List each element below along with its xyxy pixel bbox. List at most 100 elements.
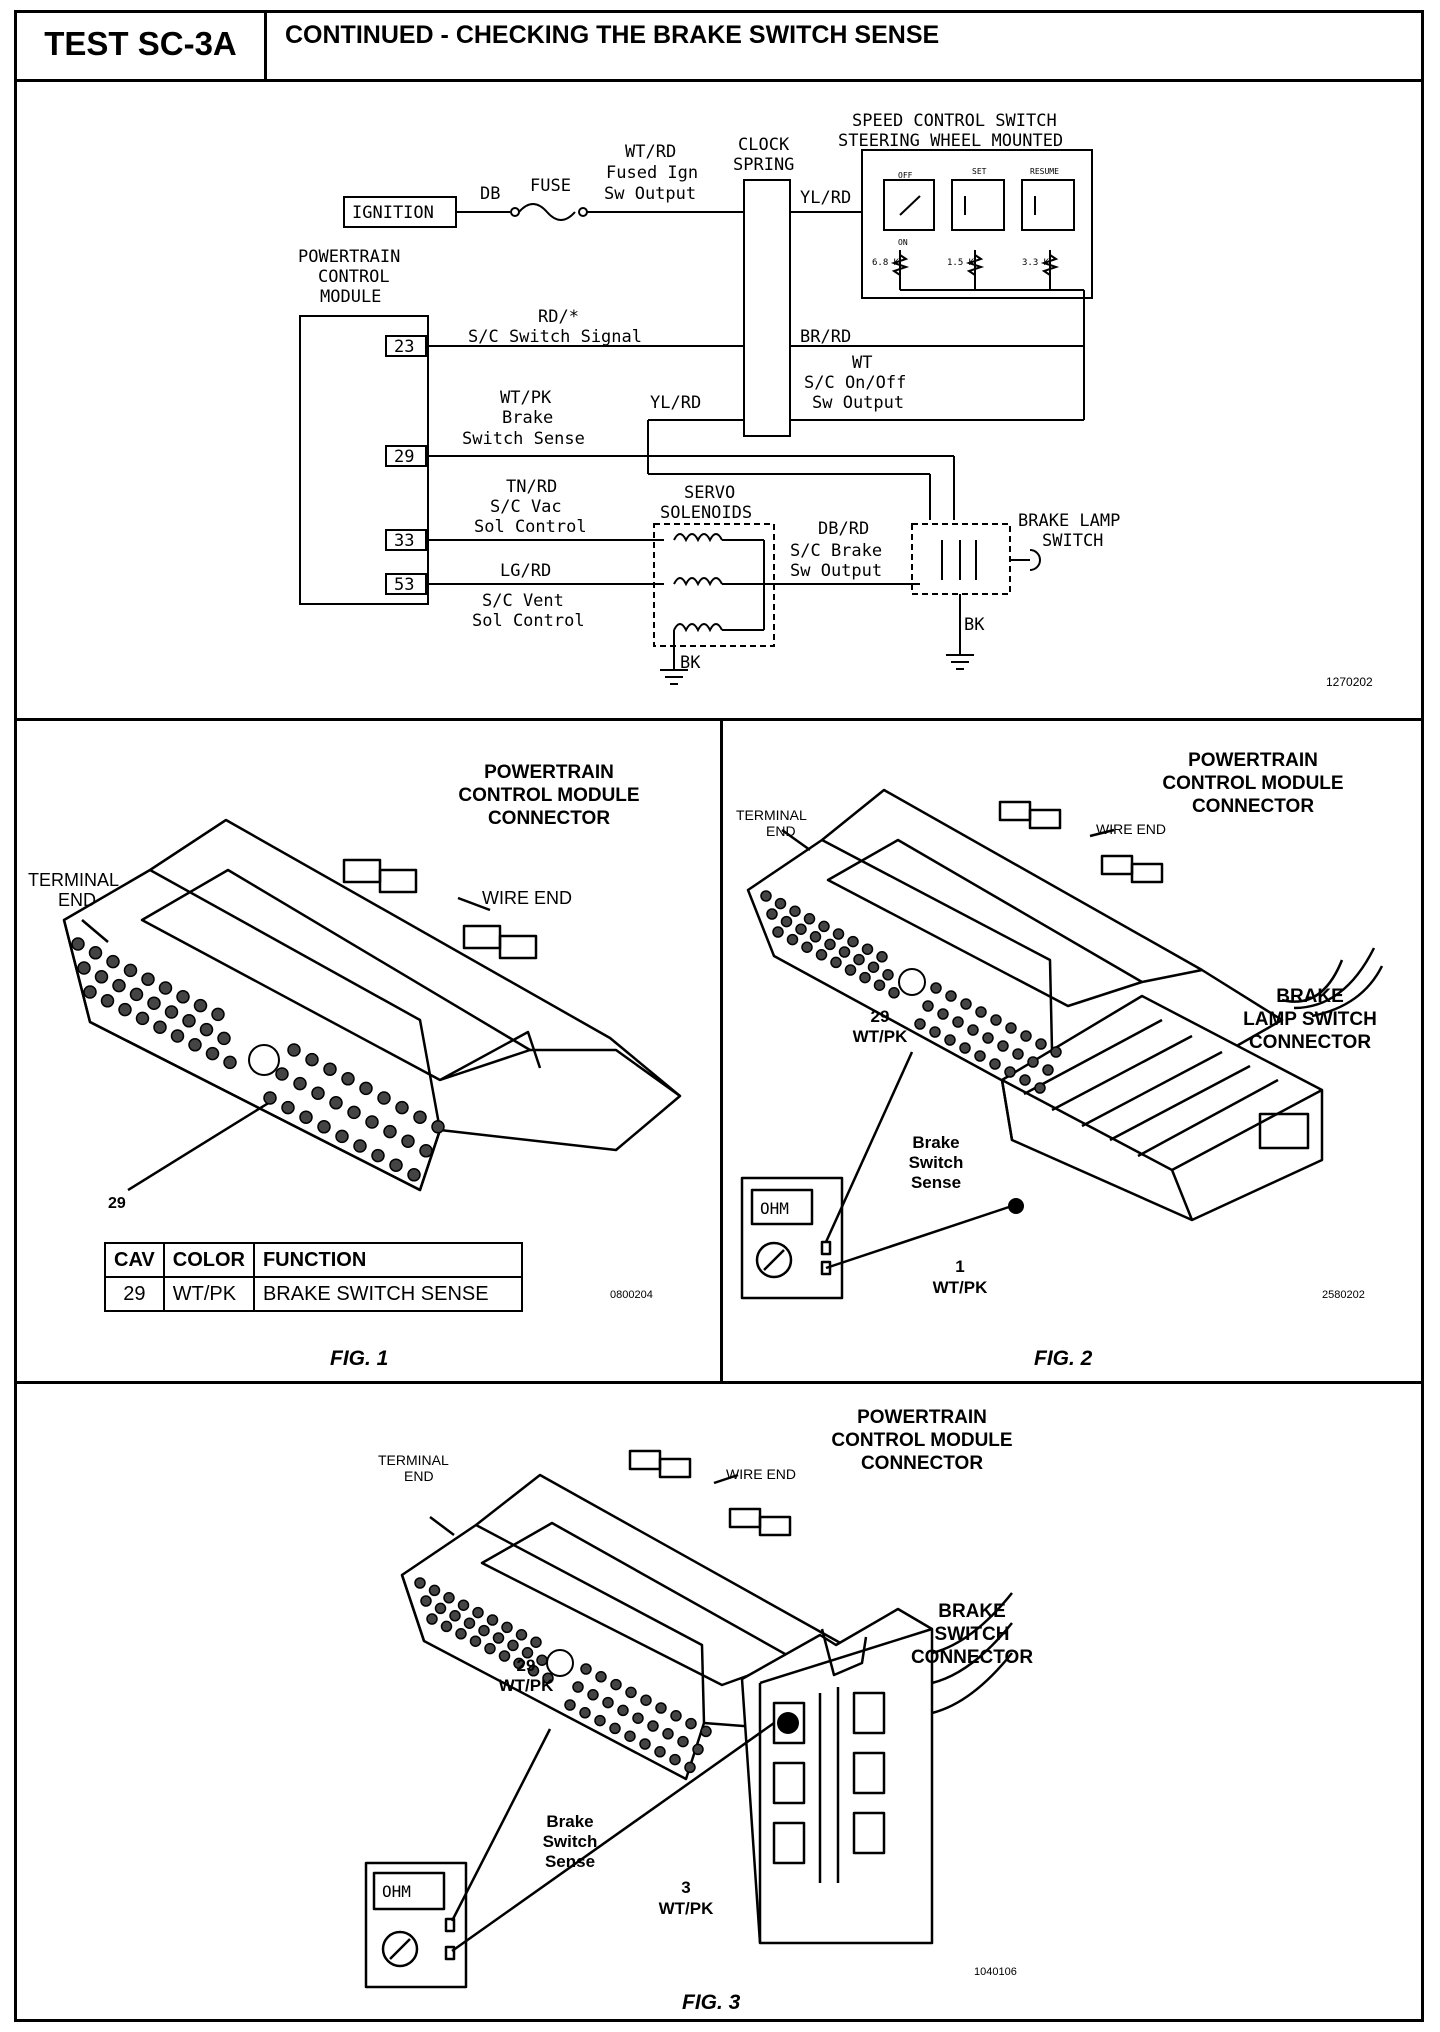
pin-33: 33 xyxy=(394,531,414,551)
fig2-cav-num: 1 xyxy=(955,1257,964,1276)
connector-pin xyxy=(1027,1056,1039,1068)
fig2-drawing: POWERTRAIN CONTROL MODULE CONNECTOR BRAK… xyxy=(736,750,1384,1370)
connector-pin xyxy=(803,913,816,925)
label-solenoids: SOLENOIDS xyxy=(660,503,752,523)
label-br-rd: BR/RD xyxy=(800,327,851,347)
connector-pin xyxy=(443,1592,455,1604)
label-wt-pk: WT/PK xyxy=(500,388,552,408)
fig2-terminal: TERMINAL xyxy=(736,807,807,823)
connector-pin xyxy=(182,1014,196,1028)
connector-pin xyxy=(530,1636,542,1648)
connector-pin xyxy=(1012,1048,1024,1060)
connector-pin xyxy=(655,1702,667,1714)
label-sw-output-2: Sw Output xyxy=(812,393,904,413)
connector-pin xyxy=(801,941,813,953)
label-db-rd: DB/RD xyxy=(818,519,869,539)
connector-pin xyxy=(624,1730,636,1742)
label-switch-sense: Switch Sense xyxy=(462,429,585,449)
cav-table: CAV COLOR FUNCTION 29 WT/PK BRAKE SWITCH… xyxy=(104,1242,523,1312)
connector-pin xyxy=(371,1148,385,1163)
connector-pin xyxy=(188,1038,202,1052)
fig3-cav-num: 3 xyxy=(681,1878,690,1897)
connector-pin xyxy=(515,1629,528,1641)
connector-pin xyxy=(414,1577,426,1589)
connector-pin xyxy=(595,1671,607,1683)
connector-pin xyxy=(311,1086,325,1100)
fig2-brake-3: CONNECTOR xyxy=(1249,1032,1371,1053)
fig2-caption: FIG. 2 xyxy=(1034,1347,1093,1370)
connector-pin xyxy=(1019,1074,1031,1086)
connector-pin xyxy=(888,987,900,999)
connector-pin xyxy=(587,1689,599,1701)
connector-pin xyxy=(205,1046,220,1061)
fig2-ref: 2580202 xyxy=(1322,1289,1365,1301)
connector-pin xyxy=(1004,1066,1016,1078)
connector-pin xyxy=(640,1694,652,1706)
fig3-title-1: POWERTRAIN xyxy=(857,1407,987,1428)
fig3-sense-1: Brake xyxy=(546,1812,593,1831)
connector-pin xyxy=(428,1584,441,1597)
connector-pin xyxy=(1005,1022,1017,1034)
connector-pin xyxy=(88,946,103,960)
fig3-sense-3: Sense xyxy=(545,1852,595,1871)
fig2-meter-label: OHM xyxy=(760,1199,789,1218)
connector-pin xyxy=(492,1632,505,1644)
divider-schematic xyxy=(14,718,1424,721)
connector-pin xyxy=(353,1139,367,1153)
pin-53: 53 xyxy=(394,575,414,595)
connector-pin xyxy=(944,1034,956,1046)
label-yl-rd-top: YL/RD xyxy=(800,188,851,208)
label-sc-vent: S/C Vent xyxy=(482,591,564,611)
fig1-caption: FIG. 1 xyxy=(330,1347,388,1370)
connector-pin xyxy=(223,1055,237,1070)
connector-pin xyxy=(610,1678,622,1691)
divider-figures xyxy=(14,1381,1424,1384)
connector-pin xyxy=(472,1606,484,1619)
fig3-terminal-end: END xyxy=(404,1468,434,1484)
connector-pin xyxy=(617,1704,629,1717)
connector-pin xyxy=(1034,1082,1046,1094)
label-r2: 1.5 K xyxy=(947,258,975,268)
connector-pin xyxy=(347,1105,361,1120)
label-sw-output: Sw Output xyxy=(604,184,696,204)
connector-pin xyxy=(882,969,894,981)
fig2-brake-1: BRAKE xyxy=(1276,986,1344,1007)
connector-pin xyxy=(542,1672,554,1684)
connector-pin xyxy=(263,1091,277,1105)
cav-header: CAV xyxy=(104,1242,165,1278)
connector-pin xyxy=(287,1043,301,1057)
connector-pin xyxy=(419,1144,433,1158)
label-sc-vac: S/C Vac xyxy=(490,497,562,517)
connector-pin xyxy=(457,1599,470,1611)
page-title: CONTINUED - CHECKING THE BRAKE SWITCH SE… xyxy=(285,21,940,49)
connector-pin xyxy=(513,1657,525,1670)
connector-pin xyxy=(853,953,865,966)
fig1-title-3: CONNECTOR xyxy=(488,808,610,829)
header-bar: TEST SC-3A CONTINUED - CHECKING THE BRAK… xyxy=(14,10,1424,82)
fig3-drawing: POWERTRAIN CONTROL MODULE CONNECTOR BRAK… xyxy=(364,1407,1033,2014)
connector-pin xyxy=(305,1052,319,1067)
connector-pin xyxy=(147,996,161,1010)
fig1-title-1: POWERTRAIN xyxy=(484,762,614,783)
connector-pin xyxy=(329,1096,343,1110)
connector-pin xyxy=(1020,1030,1032,1042)
fig2-title-1: POWERTRAIN xyxy=(1188,750,1318,771)
connector-pin xyxy=(407,1168,421,1182)
connector-pin xyxy=(952,1016,964,1028)
connector-pin xyxy=(71,937,85,951)
label-clock: CLOCK xyxy=(738,135,790,155)
label-servo: SERVO xyxy=(684,483,735,503)
label-r3: 3.3 K xyxy=(1022,258,1050,268)
label-spring: SPRING xyxy=(733,155,794,175)
label-sw-off: OFF xyxy=(898,171,913,180)
connector-pin xyxy=(937,1008,949,1020)
connector-pin xyxy=(275,1067,289,1081)
function-header: FUNCTION xyxy=(252,1242,523,1278)
connector-pin xyxy=(498,1650,511,1662)
connector-pin xyxy=(945,990,957,1002)
connector-pin xyxy=(153,1020,167,1034)
fig3-title-3: CONNECTOR xyxy=(861,1453,983,1474)
connector-pin xyxy=(486,1614,499,1626)
connector-pin xyxy=(536,1654,548,1666)
fig2-pin-num: 29 xyxy=(871,1007,890,1026)
